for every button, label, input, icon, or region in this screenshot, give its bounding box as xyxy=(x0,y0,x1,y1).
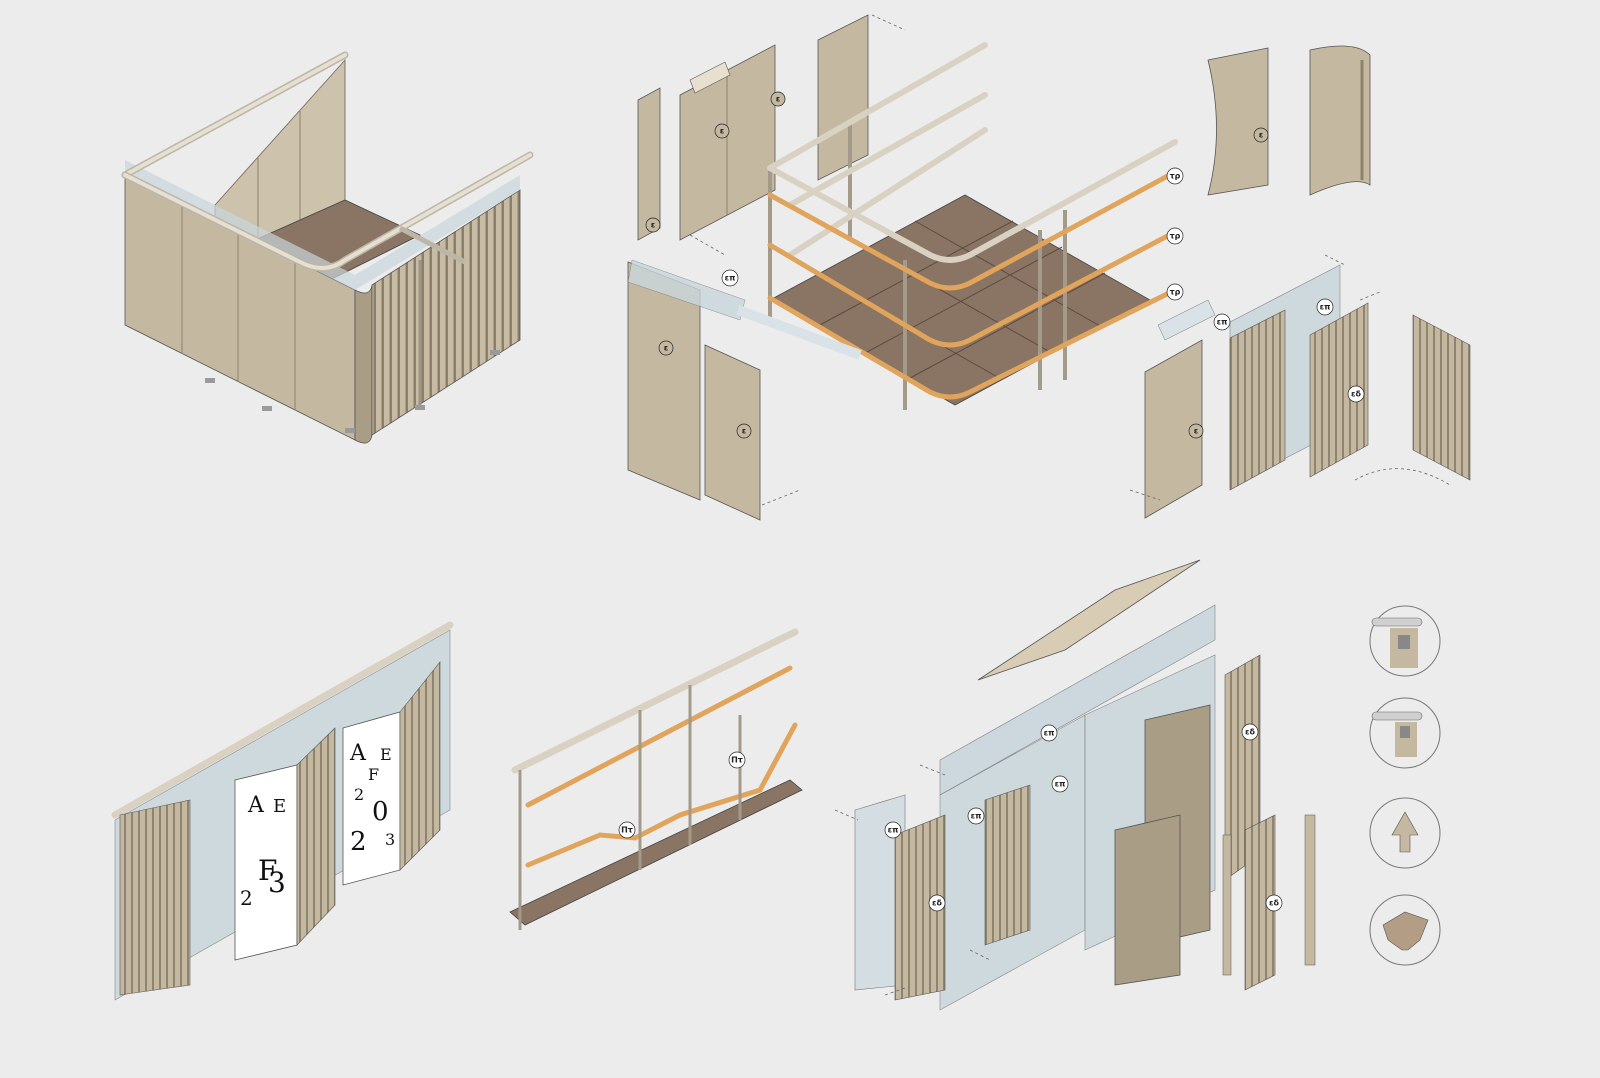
svg-text:ε: ε xyxy=(776,95,780,104)
svg-text:2: 2 xyxy=(354,785,364,804)
label-e: ε xyxy=(1253,127,1269,143)
svg-text:Πτ: Πτ xyxy=(731,756,743,765)
label-e: ε xyxy=(714,123,730,139)
label-ed: εδ xyxy=(1347,385,1365,403)
svg-text:ε: ε xyxy=(1259,131,1263,140)
label-tr: τρ xyxy=(1166,283,1184,301)
svg-text:F: F xyxy=(258,854,277,887)
label-ep: επ xyxy=(884,821,902,839)
label-e: ε xyxy=(1188,423,1204,439)
label-ed: εδ xyxy=(1241,723,1259,741)
label-e: ε xyxy=(645,217,661,233)
svg-text:επ: επ xyxy=(888,826,899,835)
svg-text:ε: ε xyxy=(720,127,724,136)
svg-text:E: E xyxy=(380,745,392,764)
label-ep: επ xyxy=(1051,775,1069,793)
svg-text:εδ: εδ xyxy=(932,899,942,908)
svg-text:επ: επ xyxy=(1055,780,1066,789)
exploded-wall-assembly xyxy=(834,559,1316,1011)
poster-right: A E F 2 0 2 3 xyxy=(349,741,395,857)
label-e: ε xyxy=(658,340,674,356)
label-ed: εδ xyxy=(1265,894,1283,912)
label-tr: τρ xyxy=(1166,227,1184,245)
svg-text:A: A xyxy=(247,793,265,818)
label-e: ε xyxy=(736,423,752,439)
svg-text:0: 0 xyxy=(372,797,389,827)
svg-text:τρ: τρ xyxy=(1170,232,1181,241)
detail-callouts xyxy=(1369,605,1441,966)
label-tr: τρ xyxy=(1166,167,1184,185)
rail-hook-detail xyxy=(1369,697,1441,769)
svg-text:3: 3 xyxy=(385,830,395,849)
slat-profile-detail xyxy=(1369,894,1441,966)
svg-text:ε: ε xyxy=(664,344,668,353)
svg-text:τρ: τρ xyxy=(1170,288,1181,297)
label-ep: επ xyxy=(721,269,739,287)
svg-text:επ: επ xyxy=(1217,318,1228,327)
svg-text:ε: ε xyxy=(742,427,746,436)
svg-text:επ: επ xyxy=(1044,729,1055,738)
label-e: ε xyxy=(770,91,786,107)
svg-text:επ: επ xyxy=(971,812,982,821)
poster-wall: A E F 2 3 A E F 2 0 2 3 xyxy=(111,621,454,1001)
svg-text:Πτ: Πτ xyxy=(621,826,633,835)
svg-text:εδ: εδ xyxy=(1351,390,1361,399)
svg-text:A: A xyxy=(349,741,367,766)
bracket-clip-detail xyxy=(1369,605,1441,677)
arrow-joint-detail xyxy=(1369,797,1441,869)
svg-text:ε: ε xyxy=(651,221,655,230)
svg-text:3: 3 xyxy=(268,866,286,899)
svg-text:ε: ε xyxy=(1194,427,1198,436)
svg-text:2: 2 xyxy=(240,886,253,910)
stepped-railing xyxy=(509,628,803,930)
svg-text:εδ: εδ xyxy=(1245,728,1255,737)
poster-left: A E F 2 3 xyxy=(240,793,286,910)
label-ep: επ xyxy=(1040,724,1058,742)
label-ep: επ xyxy=(967,807,985,825)
svg-text:2: 2 xyxy=(350,827,367,857)
label-pt: Πτ xyxy=(728,751,746,769)
svg-text:επ: επ xyxy=(1320,303,1331,312)
svg-text:εδ: εδ xyxy=(1269,899,1279,908)
svg-text:E: E xyxy=(273,796,286,817)
svg-text:τρ: τρ xyxy=(1170,172,1181,181)
label-ep: επ xyxy=(1316,298,1334,316)
svg-text:F: F xyxy=(368,765,379,784)
exploded-booth-frame xyxy=(627,14,1471,521)
label-ep: επ xyxy=(1213,313,1231,331)
svg-text:επ: επ xyxy=(725,274,736,283)
label-pt: Πτ xyxy=(618,821,636,839)
assembled-booth xyxy=(121,51,534,444)
component-labels: ε ε ε ε ε ε ε τρ τρ τρ επ επ επ εδ Πτ Πτ… xyxy=(618,91,1365,912)
label-ed: εδ xyxy=(928,894,946,912)
